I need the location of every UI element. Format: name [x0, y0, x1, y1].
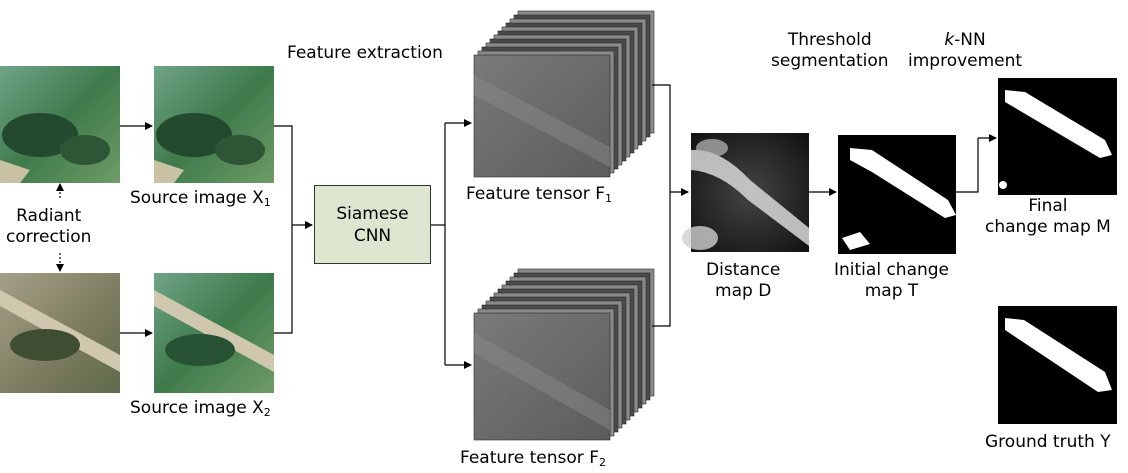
- initial-line1: Initial change: [834, 260, 950, 280]
- source-x2-label: Source image X2: [130, 398, 271, 423]
- connector-initial-to-final: [956, 138, 979, 193]
- feature-tensor-f2-stack: [473, 268, 655, 441]
- raw-image-bottom: [0, 273, 120, 393]
- distance-map-label: Distance map D: [706, 260, 780, 302]
- feature-layer: [473, 54, 611, 178]
- feature-pattern: [474, 75, 610, 167]
- connector-f2-to-distance: [652, 192, 671, 327]
- raw-image-top: [0, 66, 120, 183]
- feature-tensor-f1-stack: [473, 10, 655, 178]
- connector-f1-to-distance: [652, 84, 671, 192]
- tensor-f2-text: Feature tensor F: [460, 448, 599, 468]
- radiant-line1: Radiant: [16, 206, 82, 226]
- siamese-cnn-box: Siamese CNN: [314, 185, 431, 264]
- threshold-segmentation-label: Threshold segmentation: [771, 30, 889, 72]
- siamese-line2: CNN: [353, 225, 392, 246]
- source-image-x2: [154, 273, 274, 393]
- source-x1-text: Source image X: [130, 188, 264, 208]
- source-image-x1: [154, 66, 274, 183]
- final-change-map-m: [998, 78, 1117, 195]
- feature-layer: [473, 312, 611, 441]
- threshold-line1: Threshold: [787, 30, 872, 50]
- distance-line2: map D: [715, 281, 772, 301]
- final-change-map-label: Final change map M: [985, 196, 1111, 238]
- knn-improvement-label: k-NN improvement: [908, 30, 1022, 72]
- distance-map-d: [682, 133, 809, 252]
- knn-line2: improvement: [908, 51, 1023, 71]
- initial-change-map-t: [838, 135, 956, 254]
- source-x2-sub: 2: [263, 406, 271, 419]
- tensor-f2-label: Feature tensor F2: [460, 448, 606, 473]
- knn-rest: -NN: [954, 30, 986, 50]
- ground-truth-label: Ground truth Y: [985, 432, 1111, 452]
- distance-line1: Distance: [706, 260, 781, 280]
- siamese-line1: Siamese: [336, 203, 409, 224]
- feature-pattern: [474, 333, 610, 430]
- radiant-line2: correction: [6, 227, 92, 247]
- knn-k: k: [944, 30, 955, 50]
- ground-truth-y: [998, 306, 1117, 424]
- radiant-correction-label: Radiant correction: [6, 206, 91, 248]
- tensor-f2-sub: 2: [598, 456, 606, 469]
- tensor-f1-sub: 1: [604, 192, 612, 205]
- initial-line2: map T: [864, 281, 919, 301]
- feature-extraction-label: Feature extraction: [287, 43, 443, 63]
- initial-change-map-label: Initial change map T: [834, 260, 949, 302]
- source-x2-text: Source image X: [130, 398, 264, 418]
- connector-x2-to-cnn: [274, 225, 293, 334]
- source-x1-label: Source image X1: [130, 188, 271, 213]
- final-line2: change map M: [985, 217, 1111, 237]
- source-x1-sub: 1: [263, 196, 271, 209]
- connector-x1-to-cnn: [274, 125, 293, 225]
- tensor-f1-text: Feature tensor F: [466, 184, 605, 204]
- threshold-line2: segmentation: [771, 51, 889, 71]
- tensor-f1-label: Feature tensor F1: [466, 184, 612, 209]
- final-line1: Final: [1028, 196, 1068, 216]
